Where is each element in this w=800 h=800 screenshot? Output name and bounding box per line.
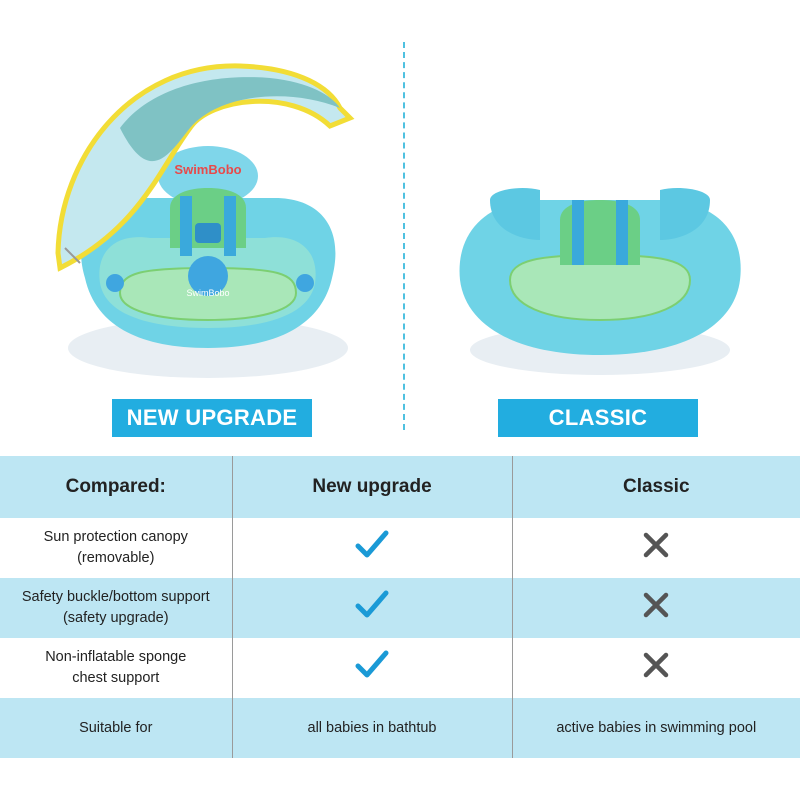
check-icon [355,590,389,617]
classic-float-image [459,188,741,375]
suitable-new: all babies in bathtub [232,698,513,758]
feature-line2: (safety upgrade) [62,610,169,626]
classic-label: CLASSIC [498,399,698,437]
classic-cell [512,578,800,638]
feature-cell: Non-inflatable sponge chest support [0,638,233,698]
new-upgrade-label: NEW UPGRADE [112,399,312,437]
check-icon [355,650,389,677]
feature-line2: chest support [72,670,160,686]
logo-text: SwimBobo [186,288,229,298]
product-comparison-header: SwimBobo SwimBobo NEW UPGRADE CLASSIC [55,42,741,437]
brand-text: SwimBobo [174,162,241,177]
header-new-upgrade: New upgrade [232,456,513,518]
cross-icon [644,532,669,557]
new-cell [232,518,513,578]
table-row: Non-inflatable sponge chest support [0,638,800,698]
header-compared: Compared: [0,456,233,518]
dashed-divider [403,42,405,430]
cross-icon [644,592,669,617]
new-cell [232,638,513,698]
classic-cell [512,518,800,578]
cross-icon [644,652,669,677]
header-classic: Classic [512,456,800,518]
new-upgrade-float-image: SwimBobo SwimBobo [55,63,355,378]
suitable-row: Suitable for all babies in bathtub activ… [0,698,800,758]
new-cell [232,578,513,638]
table-header-row: Compared: New upgrade Classic [0,456,800,518]
suitable-classic: active babies in swimming pool [512,698,800,758]
feature-line1: Sun protection canopy [43,529,188,545]
suitable-label: Suitable for [0,698,233,758]
table-row: Sun protection canopy (removable) [0,518,800,578]
feature-line1: Non-inflatable sponge [45,649,187,665]
feature-line1: Safety buckle/bottom support [21,589,210,605]
comparison-table: Compared: New upgrade Classic Sun protec… [0,456,800,758]
feature-cell: Safety buckle/bottom support (safety upgr… [0,578,233,638]
feature-line2: (removable) [77,550,155,566]
table-row: Safety buckle/bottom support (safety upgr… [0,578,800,638]
feature-cell: Sun protection canopy (removable) [0,518,233,578]
check-icon [355,530,389,557]
classic-cell [512,638,800,698]
